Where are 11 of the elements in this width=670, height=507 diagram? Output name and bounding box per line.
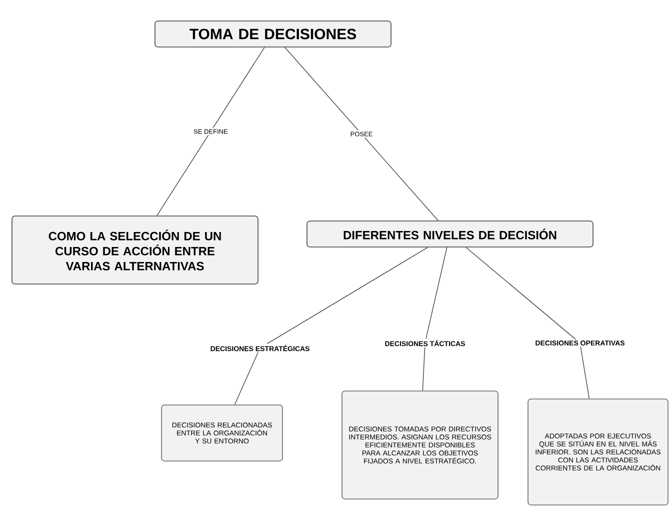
concept-box: COMO LA SELECCIÓN DE UN CURSO DE ACCIÓN ENTRE VARIAS ALTERNATIVAS [12, 216, 258, 284]
connector-line [266, 247, 428, 344]
connector-line [466, 247, 576, 340]
connector-line [234, 352, 258, 405]
connector-line [580, 346, 590, 399]
connector-line [426, 247, 448, 340]
connector-line [284, 47, 439, 221]
title-box: TOMA DE DECISIONES [154, 20, 392, 48]
connector-line [422, 346, 426, 391]
concept-box: DIFERENTES NIVELES DE DECISIÓN [306, 220, 594, 248]
connector-line [156, 47, 265, 216]
